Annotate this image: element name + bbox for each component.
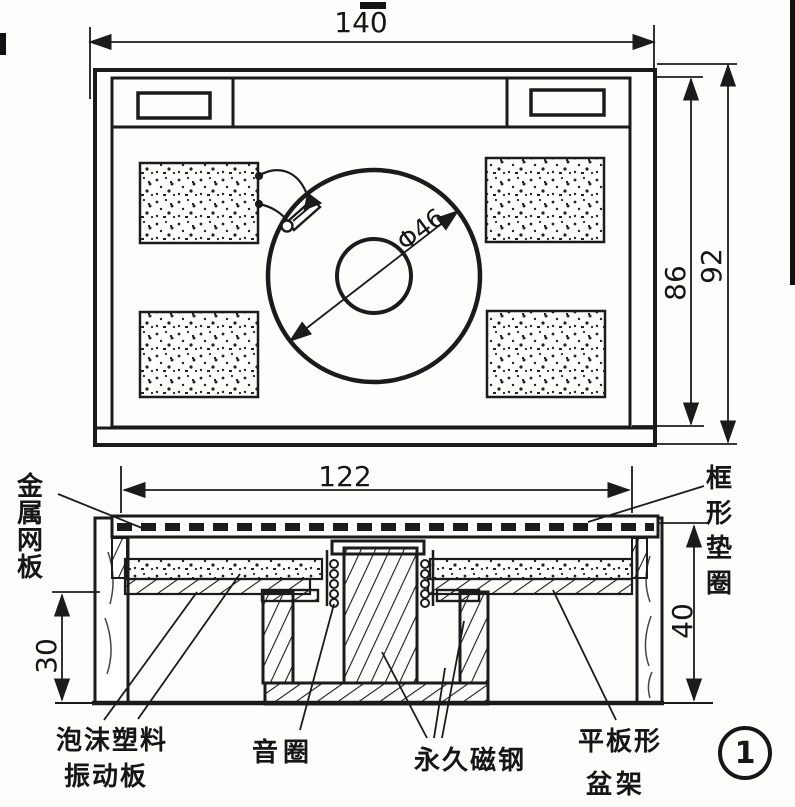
leader-magnet-3 — [441, 620, 465, 739]
top-view-dimensions — [88, 25, 737, 445]
terminal-slot-right — [529, 88, 606, 117]
outer-magnet-right — [458, 590, 490, 685]
label-foam-line1: 泡沫塑料 — [56, 726, 169, 756]
leader-foam-2 — [137, 573, 241, 720]
label-foam-line2: 振动板 — [64, 762, 149, 792]
dim-140: 140 — [334, 6, 388, 39]
label-basket-line2: 盆架 — [586, 770, 647, 800]
terminal-slot-left — [136, 91, 212, 120]
lead-wire-clip — [254, 169, 323, 233]
leader-basket — [552, 589, 617, 721]
voice-coil-section — [325, 550, 435, 608]
corner-pad-bottom-right — [485, 309, 607, 399]
center-pole-magnet — [342, 546, 419, 685]
section-view-drawing — [55, 514, 713, 706]
label-permanent-magnet: 永久磁钢 — [414, 746, 527, 776]
frame-gasket-right — [631, 537, 648, 579]
diameter-dim-line — [288, 209, 460, 343]
leader-mesh-plate — [57, 493, 143, 529]
corner-pad-bottom-left — [138, 310, 260, 399]
leader-foam-1 — [103, 591, 198, 721]
foam-diaphragm-left — [123, 557, 324, 581]
dim-86: 86 — [659, 265, 692, 301]
corner-pad-top-left — [138, 161, 260, 245]
figure-number: 1 — [734, 735, 756, 771]
figure-number-badge: 1 — [718, 726, 772, 780]
section-dimensions — [52, 466, 708, 702]
leader-lines — [57, 485, 705, 739]
corner-pad-top-right — [484, 156, 606, 244]
dim-40: 40 — [666, 603, 699, 639]
dim-92: 92 — [695, 248, 728, 284]
label-voice-coil: 音圈 — [252, 738, 315, 768]
speaker-circle — [265, 167, 483, 385]
magnet-assembly — [261, 539, 490, 706]
foam-diaphragm-right — [428, 557, 634, 581]
scan-artifacts — [0, 0, 795, 285]
dim-30: 30 — [30, 638, 63, 674]
label-mesh-plate: 金属网板 — [16, 472, 43, 583]
dim-122: 122 — [318, 460, 372, 493]
leader-magnet-1 — [381, 651, 428, 739]
outer-magnet-left — [261, 590, 295, 685]
label-frame-gasket: 框形垫圈 — [705, 464, 732, 599]
leader-frame-gasket — [587, 485, 705, 523]
top-view-drawing — [93, 68, 657, 447]
leader-voice-coil — [299, 603, 335, 731]
speaker-outer-frame — [93, 68, 657, 447]
metal-mesh-plate — [110, 514, 660, 539]
label-basket-line1: 平板形 — [578, 727, 663, 757]
leader-magnet-2 — [433, 667, 446, 739]
